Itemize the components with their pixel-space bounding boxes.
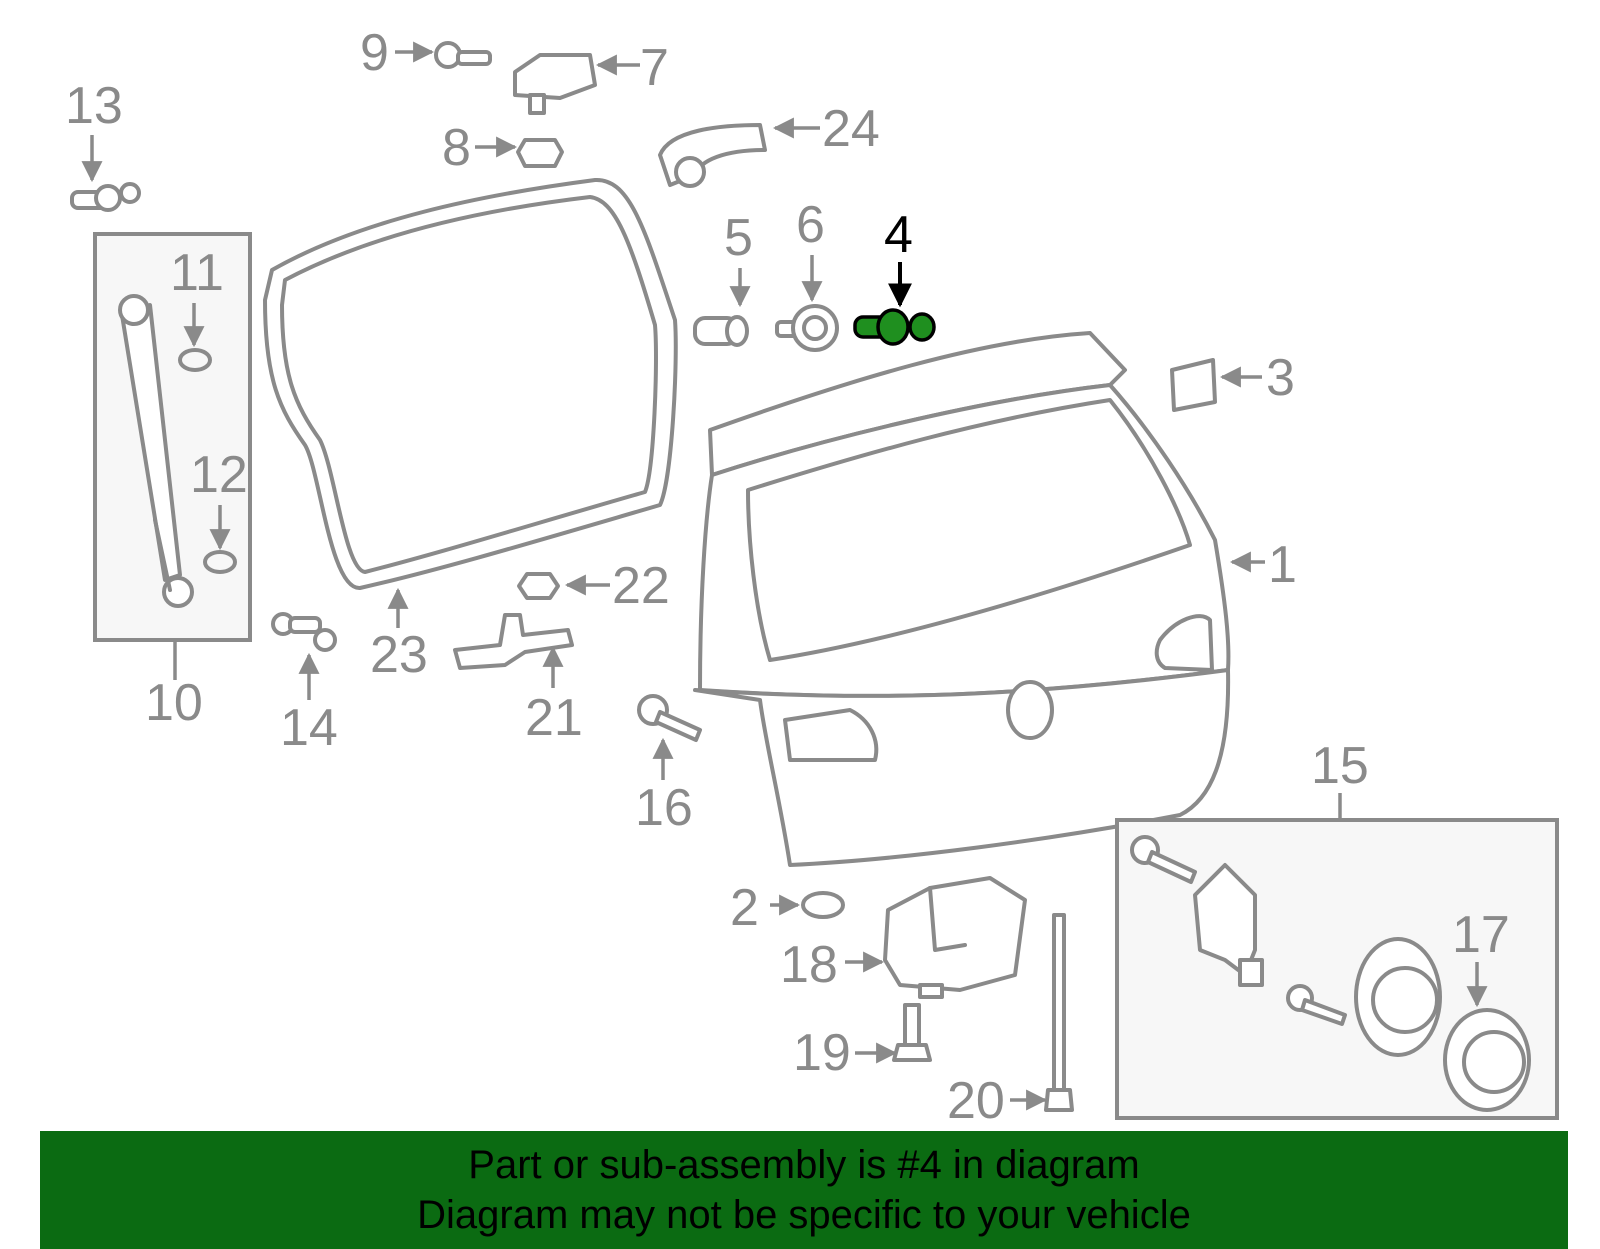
- callout-15: 15: [1311, 737, 1369, 795]
- liftgate-1: [693, 331, 1231, 867]
- callout-11: 11: [170, 244, 224, 302]
- notice-line-1: Part or sub-assembly is #4 in diagram: [468, 1143, 1140, 1187]
- callout-17: 17: [1452, 906, 1510, 964]
- callout-2: 2: [730, 879, 759, 937]
- washer-2: [801, 891, 845, 919]
- callout-18: 18: [780, 936, 838, 994]
- bracket-21: [453, 613, 574, 670]
- callout-4: 4: [884, 206, 913, 264]
- callout-22: 22: [612, 557, 670, 615]
- callout-12: 12: [190, 446, 248, 504]
- bolt-15a: [1130, 835, 1197, 884]
- clip-11: [178, 348, 212, 372]
- hose-24: [658, 123, 767, 188]
- callout-8: 8: [442, 119, 471, 177]
- ball-stud-13: [70, 182, 141, 212]
- callout-1: 1: [1268, 536, 1297, 594]
- grommet-6: [775, 304, 839, 352]
- callout-16: 16: [635, 779, 693, 837]
- bolt-15b: [1286, 984, 1347, 1026]
- highlighted-part-4: [853, 308, 936, 346]
- callout-13: 13: [65, 77, 123, 135]
- emblem-17: [1443, 1008, 1531, 1112]
- ball-stud-14: [271, 612, 337, 652]
- callout-6: 6: [796, 196, 825, 254]
- emblem-housing-15: [1354, 937, 1442, 1057]
- callout-21: 21: [525, 689, 583, 747]
- callout-20: 20: [947, 1072, 1005, 1130]
- callout-7: 7: [640, 39, 669, 97]
- callout-19: 19: [793, 1024, 851, 1082]
- bolt-16: [637, 694, 702, 742]
- pad-3: [1170, 358, 1217, 412]
- latch-18: [883, 876, 1027, 999]
- nut-8: [516, 138, 564, 168]
- spacer-5: [693, 315, 749, 347]
- screw-19: [892, 1003, 932, 1062]
- bolt-9: [434, 41, 492, 69]
- hinge-7: [513, 53, 597, 115]
- weatherstrip-23-inner: [280, 195, 658, 574]
- callout-10: 10: [145, 674, 203, 732]
- callout-24: 24: [822, 100, 880, 158]
- rod-20: [1044, 913, 1074, 1112]
- gas-strut: [118, 294, 194, 608]
- callout-14: 14: [280, 699, 338, 757]
- notice-line-2: Diagram may not be specific to your vehi…: [417, 1193, 1191, 1237]
- callout-5: 5: [724, 209, 753, 267]
- actuator-15: [1193, 863, 1264, 987]
- notice-banner: Part or sub-assembly is #4 in diagram Di…: [40, 1131, 1568, 1249]
- clip-12: [203, 550, 237, 574]
- nut-22: [517, 572, 560, 600]
- callout-9: 9: [360, 24, 389, 82]
- callout-23: 23: [370, 626, 428, 684]
- weatherstrip-23: [263, 177, 678, 591]
- callout-3: 3: [1266, 349, 1295, 407]
